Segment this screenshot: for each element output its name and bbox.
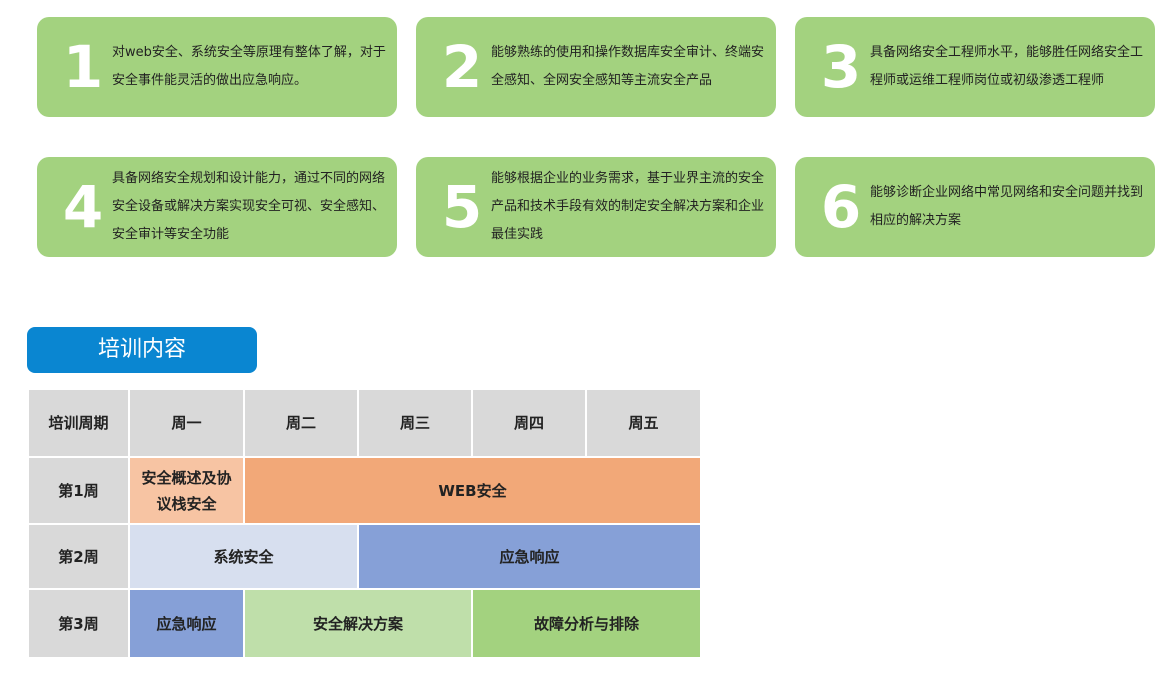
table-row-week3: 第3周 应急响应 安全解决方案 故障分析与排除	[27, 588, 702, 659]
week-label: 第3周	[27, 588, 130, 659]
course-cell: 安全解决方案	[243, 588, 473, 659]
header-cell-fri: 周五	[585, 388, 702, 458]
header-cell-mon: 周一	[128, 388, 245, 458]
table-row-week1: 第1周 安全概述及协议栈安全 WEB安全	[27, 456, 702, 525]
course-cell: 应急响应	[128, 588, 245, 659]
course-cell: 安全概述及协议栈安全	[128, 456, 245, 525]
card-text: 能够熟练的使用和操作数据库安全审计、终端安全感知、全网安全感知等主流安全产品	[491, 45, 765, 88]
goal-card-2: 2 能够熟练的使用和操作数据库安全审计、终端安全感知、全网安全感知等主流安全产品	[416, 17, 776, 117]
week-label: 第2周	[27, 523, 130, 590]
goal-card-4: 4 具备网络安全规划和设计能力，通过不同的网络安全设备或解决方案实现安全可视、安…	[37, 157, 397, 257]
goal-card-6: 6 能够诊断企业网络中常见网络和安全问题并找到相应的解决方案	[795, 157, 1155, 257]
card-text: 具备网络安全工程师水平，能够胜任网络安全工程师或运维工程师岗位或初级渗透工程师	[870, 45, 1144, 88]
card-number: 4	[62, 173, 104, 241]
card-text: 能够诊断企业网络中常见网络和安全问题并找到相应的解决方案	[870, 185, 1144, 228]
week-label: 第1周	[27, 456, 130, 525]
course-cell: 系统安全	[128, 523, 359, 590]
table-row-week2: 第2周 系统安全 应急响应	[27, 523, 702, 590]
card-number: 6	[820, 173, 862, 241]
header-cell-thu: 周四	[471, 388, 587, 458]
header-cell-tue: 周二	[243, 388, 359, 458]
course-cell: WEB安全	[243, 456, 702, 525]
goal-card-1: 1 对web安全、系统安全等原理有整体了解，对于安全事件能灵活的做出应急响应。	[37, 17, 397, 117]
card-number: 3	[820, 33, 862, 101]
card-number: 5	[441, 173, 483, 241]
goal-card-3: 3 具备网络安全工程师水平，能够胜任网络安全工程师或运维工程师岗位或初级渗透工程…	[795, 17, 1155, 117]
header-cell-wed: 周三	[357, 388, 473, 458]
section-title: 培训内容	[27, 327, 257, 373]
card-text: 对web安全、系统安全等原理有整体了解，对于安全事件能灵活的做出应急响应。	[112, 45, 386, 88]
course-cell: 故障分析与排除	[471, 588, 702, 659]
table-header-row: 培训周期 周一 周二 周三 周四 周五	[27, 388, 702, 458]
card-text: 具备网络安全规划和设计能力，通过不同的网络安全设备或解决方案实现安全可视、安全感…	[112, 171, 386, 242]
header-cell-period: 培训周期	[27, 388, 130, 458]
card-text: 能够根据企业的业务需求，基于业界主流的安全产品和技术手段有效的制定安全解决方案和…	[491, 171, 765, 242]
schedule-table: 培训周期 周一 周二 周三 周四 周五 第1周 安全概述及协议栈安全 WEB安全…	[27, 388, 702, 659]
goal-card-5: 5 能够根据企业的业务需求，基于业界主流的安全产品和技术手段有效的制定安全解决方…	[416, 157, 776, 257]
course-cell: 应急响应	[357, 523, 702, 590]
card-number: 1	[62, 33, 104, 101]
card-number: 2	[441, 33, 483, 101]
